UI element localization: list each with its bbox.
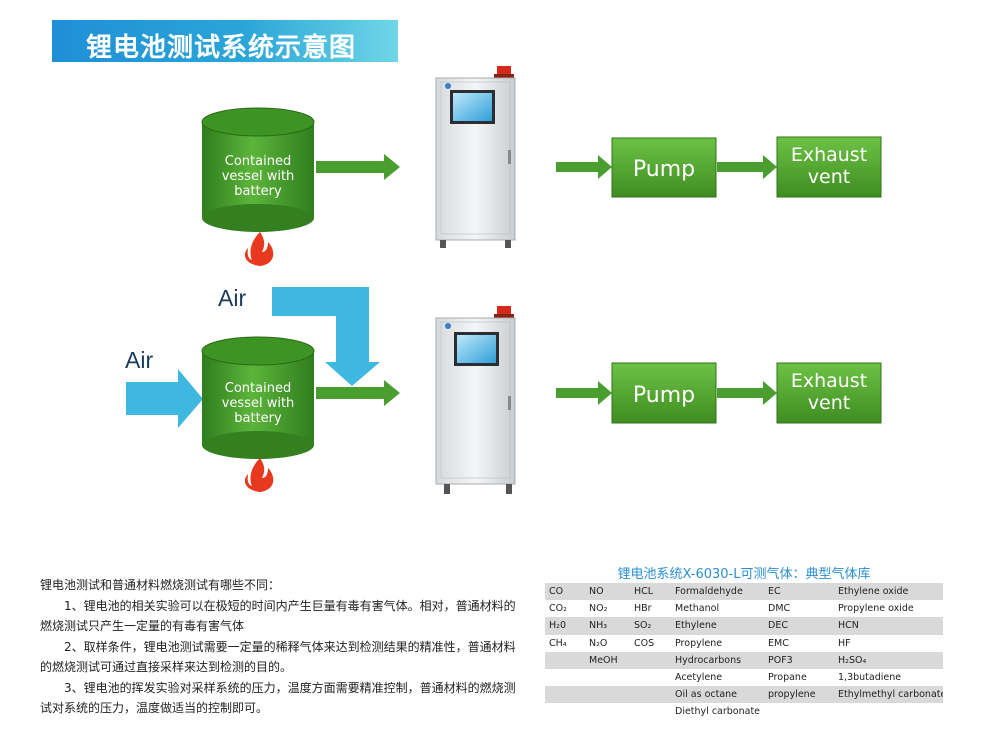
- fire-icon: [244, 458, 274, 492]
- table-cell: [545, 686, 585, 704]
- vessel-cylinder-top: Contained vessel with battery: [201, 107, 315, 232]
- comparison-notes: 锂电池测试和普通材料燃烧测试有哪些不同： 1、锂电池的相关实验可以在极短的时间内…: [40, 575, 518, 719]
- air-label-upper: Air: [218, 285, 246, 311]
- table-cell: [545, 651, 585, 669]
- table-cell: CO: [545, 583, 585, 601]
- table-cell: SO₂: [630, 617, 671, 635]
- table-cell: DEC: [764, 617, 834, 635]
- table-cell: [630, 703, 671, 720]
- notes-point-2: 2、取样条件，锂电池测试需要一定量的稀释气体来达到检测结果的精准性，普通材料的燃…: [40, 639, 516, 675]
- test-system-diagram: Contained vessel with battery Pump Exhau…: [125, 66, 882, 494]
- table-cell: NO₂: [589, 603, 608, 615]
- table-cell: [630, 651, 671, 669]
- vessel-label-line2: vessel with: [222, 169, 295, 184]
- table-cell: [545, 703, 585, 720]
- vessel-label-line3: battery: [234, 184, 282, 199]
- table-row: Acetylene Propane 1,3butadiene: [545, 669, 943, 686]
- vessel-label-line2: vessel with: [222, 396, 295, 411]
- table-cell: HCN: [834, 617, 943, 635]
- table-cell: EC: [764, 583, 834, 601]
- gas-analyzer-cabinet-bottom: [435, 306, 516, 494]
- arrow-analyzer-to-pump-bottom: [556, 381, 612, 405]
- air-inlet-arrow: [126, 369, 203, 428]
- table-cell: [630, 669, 671, 686]
- notes-point-3: 3、锂电池的挥发实验对采样系统的压力，温度方面需要精准控制，普通材料的燃烧测试对…: [40, 680, 516, 716]
- table-cell: Ethylene oxide: [834, 583, 943, 601]
- arrow-vessel-to-analyzer-top: [316, 154, 400, 180]
- table-cell: POF3: [764, 651, 834, 669]
- table-row: Diethyl carbonate: [545, 703, 943, 720]
- notes-heading: 锂电池测试和普通材料燃烧测试有哪些不同：: [40, 578, 281, 592]
- table-cell: propylene: [764, 686, 834, 704]
- table-cell: NO: [585, 583, 630, 601]
- table-cell: Propylene oxide: [838, 603, 914, 615]
- air-inlet-bent-arrow: [272, 287, 380, 386]
- table-cell: Ethylmethyl carbonate: [834, 686, 943, 704]
- table-row: CH₄ N₂O COS Propylene EMC HF: [545, 635, 943, 652]
- table-cell: CH₄: [549, 637, 567, 649]
- table-row: CO₂ NO₂ HBr Methanol DMC Propylene oxide: [545, 600, 943, 617]
- table-cell: [585, 703, 630, 720]
- table-cell: Hydrocarbons: [671, 651, 764, 669]
- table-cell: DMC: [768, 603, 791, 615]
- exhaust-label-line1: Exhaust: [791, 370, 867, 392]
- table-cell: Methanol: [675, 603, 720, 615]
- table-cell: MeOH: [585, 651, 630, 669]
- exhaust-label-line1: Exhaust: [791, 144, 867, 166]
- table-cell: Ethylene: [671, 617, 764, 635]
- pump-label: Pump: [633, 157, 695, 182]
- table-cell: HBr: [634, 603, 652, 615]
- vessel-cylinder-bottom: Contained vessel with battery: [201, 336, 315, 459]
- table-cell: CO₂: [549, 603, 567, 615]
- exhaust-vent-box-bottom: Exhaust vent: [776, 362, 882, 424]
- table-cell: [585, 669, 630, 686]
- table-cell: Diethyl carbonate: [675, 706, 761, 718]
- table-cell: [834, 703, 943, 720]
- arrow-pump-to-exhaust-top: [717, 155, 777, 179]
- arrow-analyzer-to-pump-top: [556, 155, 612, 179]
- exhaust-label-line2: vent: [808, 392, 850, 414]
- table-cell: HF: [838, 637, 851, 649]
- table-cell: H₂SO₄: [834, 651, 943, 669]
- table-cell: [630, 686, 671, 704]
- vessel-label-line3: battery: [234, 411, 282, 426]
- table-cell: EMC: [768, 637, 789, 649]
- table-cell: [585, 686, 630, 704]
- pump-label: Pump: [633, 383, 695, 408]
- pump-box-top: Pump: [611, 137, 717, 198]
- table-cell: Formaldehyde: [671, 583, 764, 601]
- table-cell: N₂O: [589, 637, 608, 649]
- vessel-label-line1: Contained: [225, 154, 291, 169]
- exhaust-vent-box-top: Exhaust vent: [776, 136, 882, 198]
- table-cell: [764, 703, 834, 720]
- arrow-pump-to-exhaust-bottom: [717, 381, 777, 405]
- vessel-label-line1: Contained: [225, 381, 291, 396]
- table-cell: COS: [634, 637, 655, 649]
- gas-table-title: 锂电池系统X-6030-L可测气体：典型气体库: [617, 567, 871, 582]
- pump-box-bottom: Pump: [611, 362, 717, 424]
- table-cell: Oil as octane: [671, 686, 764, 704]
- table-cell: H₂0: [545, 617, 585, 635]
- fire-icon: [244, 232, 274, 266]
- table-cell: 1,3butadiene: [838, 672, 902, 684]
- page-title: 锂电池测试系统示意图: [86, 33, 357, 63]
- title-banner: [52, 20, 398, 62]
- notes-point-1: 1、锂电池的相关实验可以在极短的时间内产生巨量有毒有害气体。相对，普通材料的燃烧…: [40, 598, 516, 634]
- table-cell: Propane: [768, 672, 807, 684]
- gas-analyzer-cabinet-top: [435, 66, 516, 248]
- table-cell: Acetylene: [675, 672, 723, 684]
- table-cell: HCL: [630, 583, 671, 601]
- table-cell: [545, 669, 585, 686]
- table-cell: Propylene: [675, 637, 723, 649]
- exhaust-label-line2: vent: [808, 166, 850, 188]
- air-label-left: Air: [125, 347, 153, 373]
- table-cell: NH₃: [585, 617, 630, 635]
- arrow-vessel-to-analyzer-bottom: [316, 380, 400, 406]
